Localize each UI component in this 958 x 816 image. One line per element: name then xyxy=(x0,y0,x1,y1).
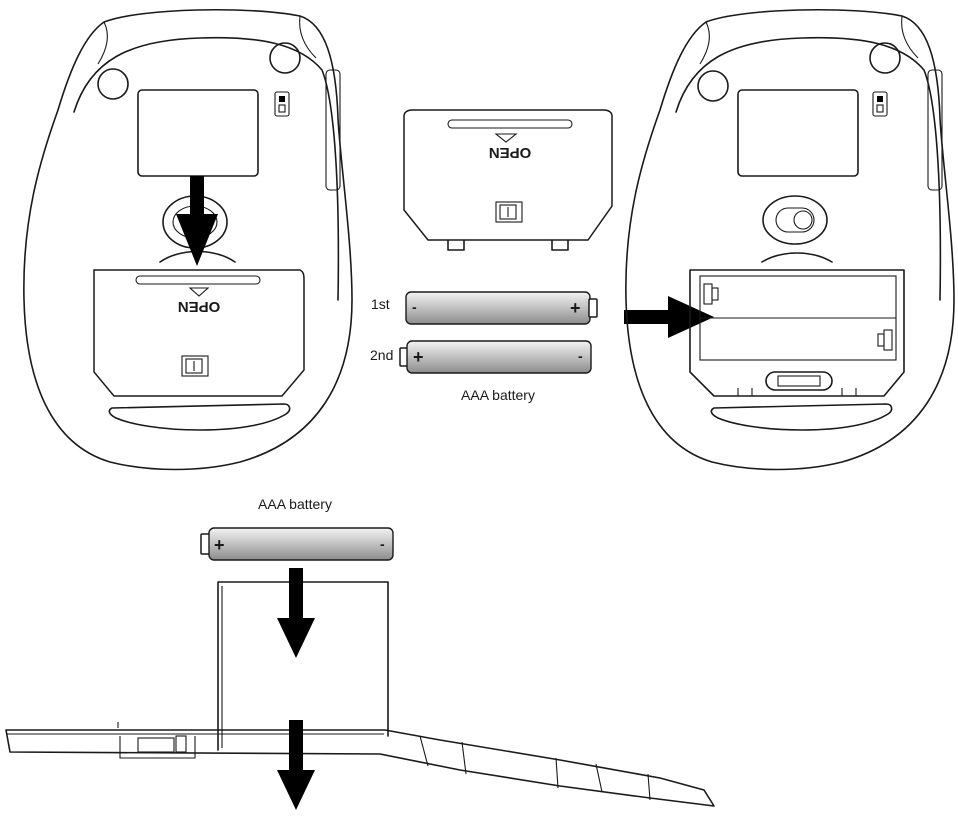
center-battery-cover: OPEN xyxy=(403,109,613,251)
mouse-left-body xyxy=(23,8,353,471)
battery-first-minus: - xyxy=(412,299,417,315)
battery-second-label: 2nd xyxy=(370,347,393,363)
mouse-left-cover-slot xyxy=(108,403,291,431)
down-arrow-icon xyxy=(176,176,218,266)
cover-open-label: OPEN xyxy=(178,298,221,315)
keyboard-battery-plus: + xyxy=(214,535,225,555)
mouse-left-side-grip xyxy=(325,69,341,191)
mouse-left-foot-pad xyxy=(269,42,301,74)
mouse-right-foot-pad xyxy=(697,70,729,102)
mouse-right-foot-pad xyxy=(869,42,901,74)
power-switch-icon xyxy=(872,91,888,117)
mouse-left: OPEN xyxy=(23,8,353,471)
center-cover-open-label: OPEN xyxy=(489,144,532,161)
mouse-left-foot-pad xyxy=(97,68,129,100)
mouse-right xyxy=(625,8,955,471)
battery-caption-bottom: AAA battery xyxy=(258,496,332,512)
battery-second-minus: - xyxy=(578,348,583,364)
battery-caption-top: AAA battery xyxy=(461,387,535,403)
battery-first: 1st - + xyxy=(371,291,598,325)
power-switch-icon xyxy=(274,91,290,117)
usb-receiver-icon xyxy=(181,355,209,377)
battery-compartment xyxy=(689,269,905,397)
battery-first-label: 1st xyxy=(371,296,390,312)
keyboard-side-profile xyxy=(5,722,715,807)
battery-second-plus: + xyxy=(413,347,424,367)
right-arrow-icon xyxy=(624,296,714,338)
down-arrow-icon xyxy=(277,720,315,810)
mouse-left-battery-cover: OPEN xyxy=(93,269,305,397)
usb-receiver-icon xyxy=(495,201,523,223)
mouse-left-shell xyxy=(73,36,340,301)
keyboard-battery-minus: - xyxy=(380,536,385,552)
mouse-right-label-area xyxy=(737,89,859,177)
mouse-right-body xyxy=(625,8,955,471)
mouse-right-sensor xyxy=(762,195,828,245)
keyboard-battery: + - xyxy=(200,527,394,561)
battery-second: 2nd + - xyxy=(370,340,592,374)
down-arrow-icon xyxy=(277,568,315,658)
battery-first-plus: + xyxy=(570,298,581,318)
mouse-left-label-area xyxy=(137,89,259,177)
